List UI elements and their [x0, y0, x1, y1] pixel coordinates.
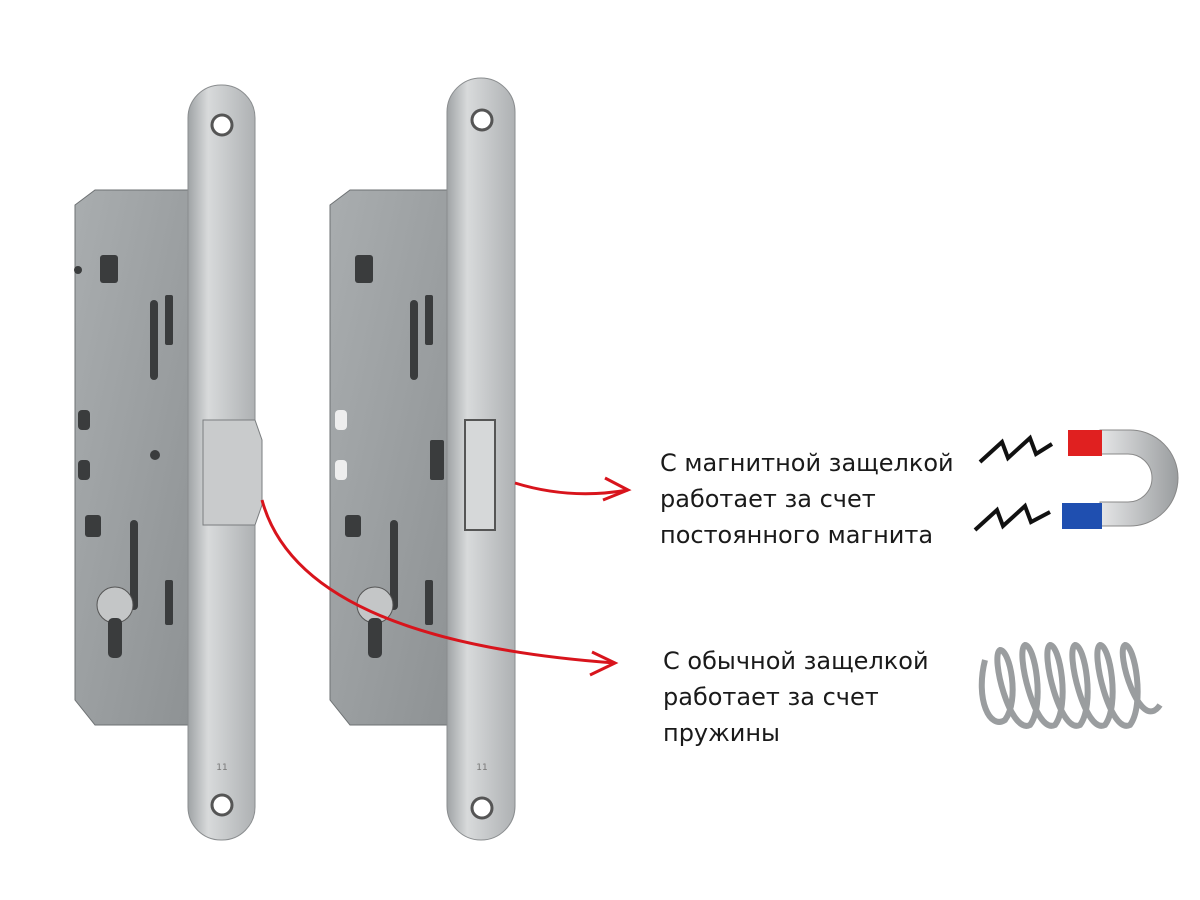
caption-line: работает за счет: [660, 485, 876, 513]
caption-line: постоянного магнита: [660, 521, 934, 549]
caption-line: работает за счет: [663, 683, 879, 711]
plate-marking: 11: [476, 763, 487, 773]
magnet-icon: [973, 429, 1179, 532]
caption-line: С магнитной защелкой: [660, 449, 954, 477]
lock-magnetic-latch: 11: [329, 77, 516, 841]
regular-latch-caption: С обычной защелкой работает за счет пруж…: [663, 643, 929, 751]
magnetic-latch-caption: С магнитной защелкой работает за счет по…: [660, 445, 954, 553]
spring-icon: [978, 641, 1163, 729]
lock-regular-latch: 11: [74, 84, 263, 841]
plate-marking: 11: [216, 763, 227, 773]
caption-line: С обычной защелкой: [663, 647, 929, 675]
caption-line: пружины: [663, 719, 780, 747]
arrow-to-regular-caption: [260, 499, 619, 677]
arrow-to-magnetic-caption: [514, 476, 632, 502]
